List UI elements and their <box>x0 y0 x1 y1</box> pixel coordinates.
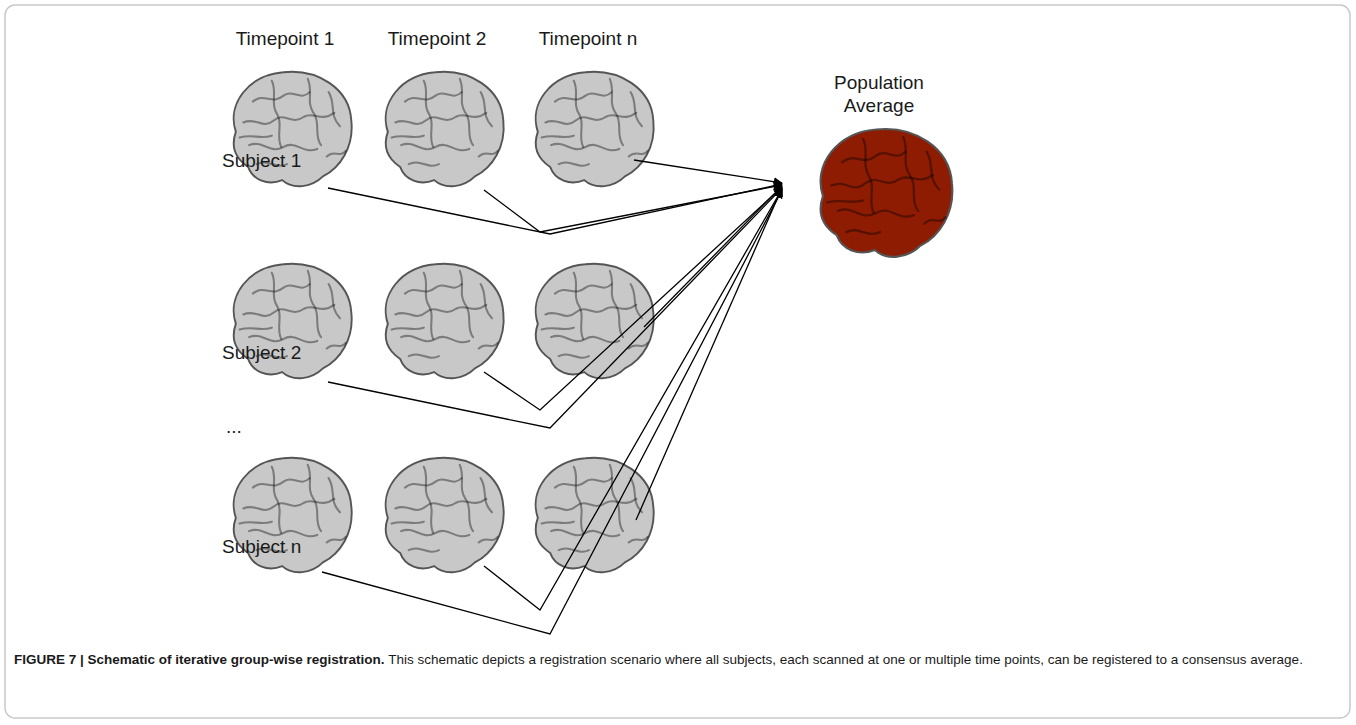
figure-frame <box>5 5 1350 718</box>
subject-label: Subject 1 <box>222 150 301 173</box>
figure-title: FIGURE 7 | Schematic of iterative group-… <box>14 652 385 667</box>
figure-caption: FIGURE 7 | Schematic of iterative group-… <box>14 650 1340 670</box>
subject-label: ... <box>226 416 242 439</box>
registration-lines <box>322 160 782 634</box>
node-label: Population Average <box>824 72 934 118</box>
timepoint-label: Timepoint 2 <box>388 28 487 51</box>
brain-shape <box>786 118 972 270</box>
timepoint-label: Timepoint 1 <box>236 28 335 51</box>
caption-text: This schematic depicts a registration sc… <box>388 652 1303 667</box>
timepoint-label: Timepoint n <box>539 28 638 51</box>
average-brain: Population Average <box>786 72 972 270</box>
subject-label: Subject 2 <box>222 342 301 365</box>
subject-label: Subject n <box>222 536 301 559</box>
subject-brains <box>234 72 654 572</box>
